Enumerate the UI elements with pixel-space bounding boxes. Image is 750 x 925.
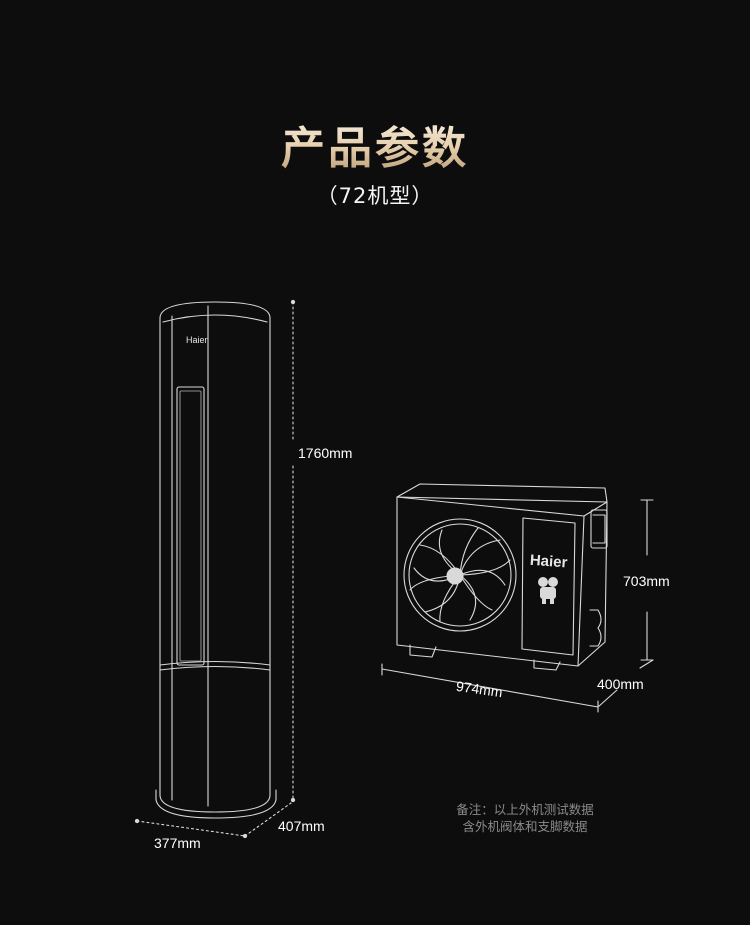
indoor-depth-dimension bbox=[244, 802, 292, 837]
outdoor-unit-drawing bbox=[396, 483, 608, 671]
indoor-unit-drawing bbox=[155, 301, 277, 819]
outdoor-depth-dimension bbox=[597, 659, 654, 708]
indoor-height-label: 1760mm bbox=[298, 445, 353, 461]
outdoor-depth-label: 400mm bbox=[597, 676, 644, 692]
indoor-width-dimension bbox=[136, 820, 246, 837]
page-title: 产品参数 bbox=[0, 112, 750, 176]
outdoor-height-label: 703mm bbox=[623, 573, 670, 589]
footnote-line-1: 备注：以上外机测试数据 bbox=[456, 802, 594, 817]
indoor-width-label: 377mm bbox=[154, 835, 201, 851]
outdoor-brand-logo: Haier bbox=[529, 552, 568, 572]
footnote-line-2: 含外机阀体和支脚数据 bbox=[462, 819, 588, 834]
mascot-icon bbox=[538, 577, 558, 604]
outdoor-height-dimension bbox=[640, 499, 654, 661]
footnote: 备注：以上外机测试数据 含外机阀体和支脚数据 bbox=[430, 801, 620, 835]
indoor-brand-logo: Haier bbox=[186, 335, 208, 345]
indoor-depth-label: 407mm bbox=[278, 818, 325, 834]
page-subtitle: （72机型） bbox=[316, 184, 434, 208]
